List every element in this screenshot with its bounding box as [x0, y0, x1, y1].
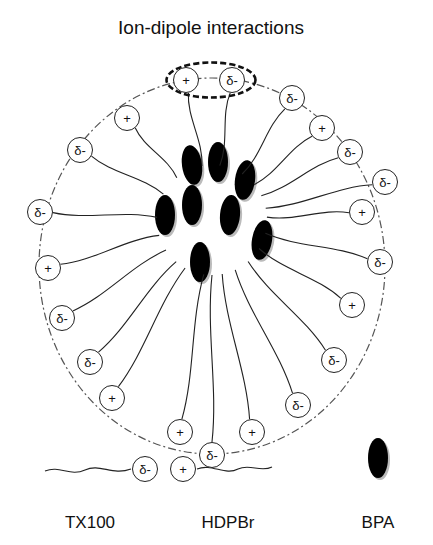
head-charge: +: [248, 426, 256, 439]
head-charge: δ-: [292, 399, 304, 412]
head-charge: +: [358, 206, 366, 219]
cation-head: +: [167, 419, 193, 445]
micelle-boundary: [39, 78, 385, 454]
legend-caption: HDPBr: [202, 513, 255, 533]
head-charge: δ-: [344, 146, 356, 159]
surfactant-tail: [248, 262, 325, 351]
surfactant-tail: [61, 235, 160, 264]
surfactant-tail: [210, 275, 213, 442]
head-charge: δ-: [56, 312, 68, 325]
cation-head: +: [349, 199, 375, 225]
head-charge: +: [123, 112, 131, 125]
dipole-head: δ-: [321, 347, 347, 373]
bpa-legend-symbol: [368, 438, 388, 478]
dipole-head: δ-: [67, 137, 93, 163]
dipole-head: δ-: [132, 456, 158, 482]
dipole-head: δ-: [279, 85, 305, 111]
surfactant-tail: [254, 136, 312, 184]
head-charge: +: [176, 426, 184, 439]
head-charge: δ-: [206, 449, 218, 462]
surfactant-tail: [73, 250, 166, 311]
dipole-head: δ-: [199, 442, 225, 468]
surfactant-tail: [188, 93, 202, 166]
cation-head: +: [99, 385, 125, 411]
dipole-head: δ-: [372, 169, 398, 195]
cation-head: +: [35, 255, 61, 281]
cation-head: +: [114, 105, 140, 131]
head-charge: δ-: [84, 356, 96, 369]
head-charge: +: [182, 74, 190, 87]
surfactant-tail: [222, 274, 249, 419]
legend-caption: BPA: [362, 513, 395, 533]
surfactant-tail: [135, 128, 177, 178]
dipole-head: δ-: [285, 392, 311, 418]
head-charge: +: [348, 299, 356, 312]
head-charge: +: [179, 463, 187, 476]
head-charge: δ-: [34, 206, 46, 219]
dipole-head: δ-: [77, 349, 103, 375]
surfactant-tail: [235, 270, 292, 393]
surfactant-tail: [118, 268, 185, 387]
surfactant-tail: [92, 156, 164, 194]
cation-head: +: [239, 419, 265, 445]
legend-caption: TX100: [65, 513, 115, 533]
head-charge: +: [44, 262, 52, 275]
surfactant-tail: [99, 262, 177, 352]
dipole-head: δ-: [219, 67, 245, 93]
head-charge: +: [108, 392, 116, 405]
interaction-ellipse: Ion-dipole interactions+δ-: [165, 61, 257, 99]
surfactant-tail: [242, 109, 285, 174]
head-charge: δ-: [74, 144, 86, 157]
dipole-head: δ-: [337, 139, 363, 165]
cation-head: +: [170, 456, 196, 482]
dipole-head: δ-: [49, 305, 75, 331]
dipole-head: δ-: [367, 249, 393, 275]
cation-head: +: [309, 115, 335, 141]
heading: Ion-dipole interactions: [118, 17, 304, 39]
head-charge: δ-: [226, 74, 238, 87]
surfactant-tail: [267, 212, 349, 218]
head-charge: δ-: [328, 354, 340, 367]
tx100-tail: [45, 468, 131, 472]
surfactant-tail: [220, 93, 230, 166]
head-charge: δ-: [379, 176, 391, 189]
cation-head: +: [173, 67, 199, 93]
head-charge: δ-: [139, 463, 151, 476]
head-charge: +: [318, 122, 326, 135]
surfactant-tail: [182, 274, 204, 419]
head-charge: δ-: [374, 256, 386, 269]
surfactant-tail: [265, 233, 367, 258]
bpa-molecules: [155, 142, 277, 284]
surfactant-tail: [261, 158, 338, 196]
surfactant-tail: [53, 213, 157, 218]
cation-head: +: [339, 292, 365, 318]
head-charge: δ-: [286, 92, 298, 105]
dipole-head: δ-: [27, 199, 53, 225]
